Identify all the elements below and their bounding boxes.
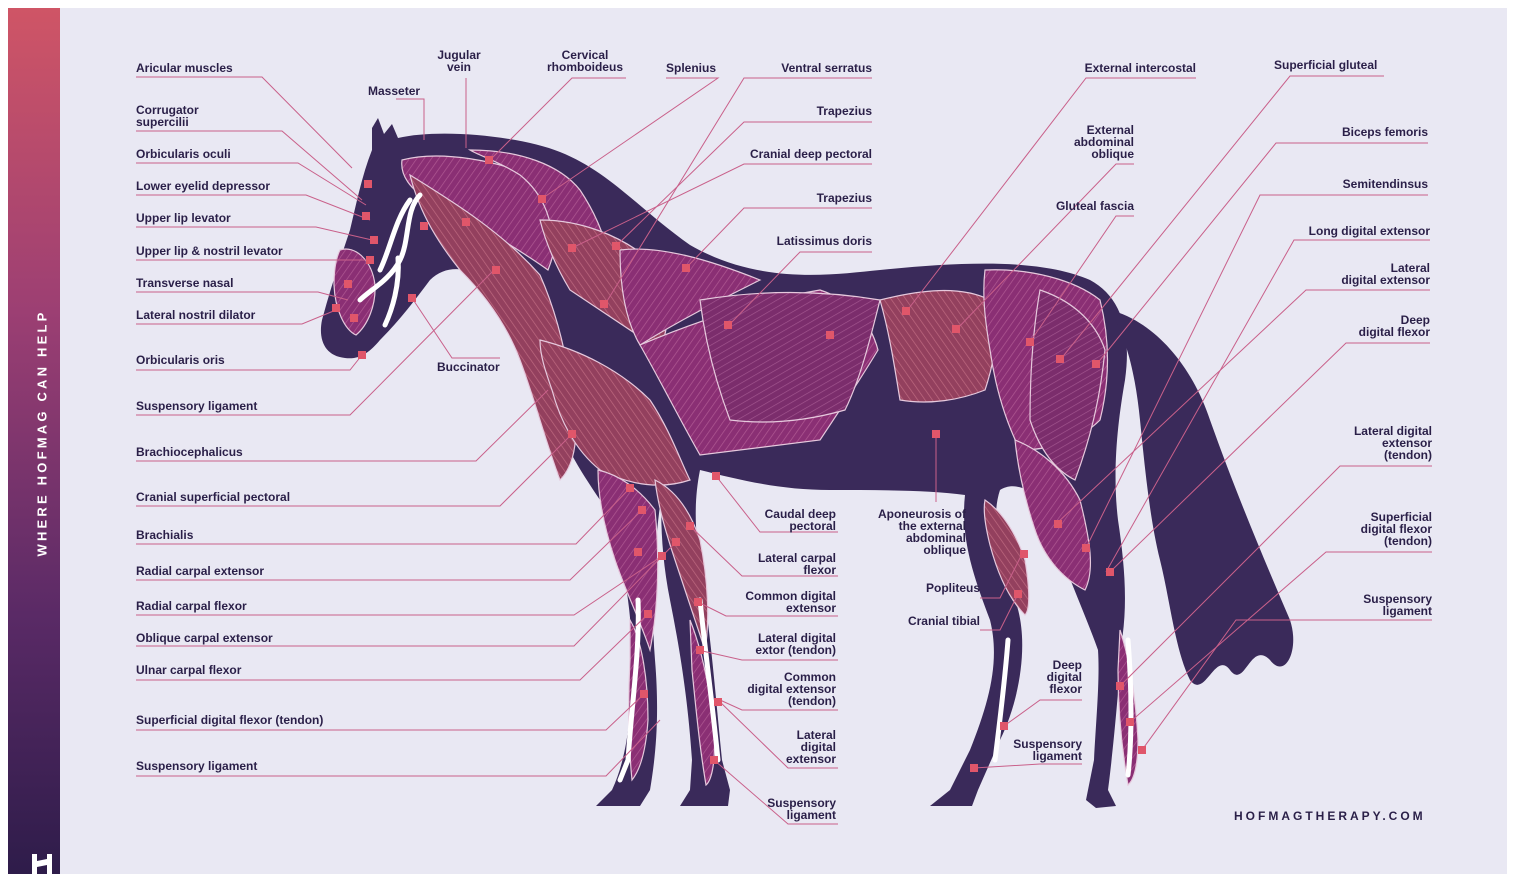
label-gluteal-fascia: Gluteal fascia	[1014, 200, 1134, 212]
label-biceps-femoris: Biceps femoris	[1298, 126, 1428, 138]
label-aponeurosis: Aponeurosis of the external abdominal ob…	[856, 508, 966, 556]
label-trapezius-1: Trapezius	[752, 105, 872, 117]
label-suspensory-ligament-front-lower: Suspensory ligament	[736, 797, 836, 821]
label-ventral-serratus: Ventral serratus	[752, 62, 872, 74]
label-deep-digital-flexor-right: Deep digital flexor	[1320, 314, 1430, 338]
label-caudal-deep-pectoral: Caudal deep pectoral	[736, 508, 836, 532]
label-suspensory-ligament-head: Suspensory ligament	[136, 400, 257, 412]
label-common-digital-extensor: Common digital extensor	[716, 590, 836, 614]
label-upper-lip-nostril-levator: Upper lip & nostril levator	[136, 245, 283, 257]
label-splenius: Splenius	[666, 62, 716, 74]
label-articular-muscles: Aricular muscles	[136, 62, 233, 74]
label-transverse-nasal: Transverse nasal	[136, 277, 233, 289]
website-url[interactable]: HOFMAGTHERAPY.COM	[1234, 809, 1426, 823]
label-lower-eyelid-depressor: Lower eyelid depressor	[136, 180, 270, 192]
label-semitendinsus: Semitendinsus	[1298, 178, 1428, 190]
hofmag-logo-icon	[29, 852, 55, 876]
label-cranial-superficial-pectoral: Cranial superficial pectoral	[136, 491, 290, 503]
label-jugular-vein: Jugular vein	[430, 49, 488, 73]
sidebar-tagline: WHERE HOFMAG CAN HELP	[35, 309, 50, 556]
label-brachiocephalicus: Brachiocephalicus	[136, 446, 243, 458]
label-suspensory-ligament-hind: Suspensory ligament	[992, 738, 1082, 762]
label-cranial-deep-pectoral: Cranial deep pectoral	[722, 148, 872, 160]
label-lateral-nostril-dilator: Lateral nostril dilator	[136, 309, 255, 321]
label-ulnar-carpal-flexor: Ulnar carpal flexor	[136, 664, 241, 676]
label-deep-digital-flexor-hind: Deep digital flexor	[1002, 659, 1082, 695]
label-long-digital-extensor: Long digital extensor	[1280, 225, 1430, 237]
label-buccinator: Buccinator	[437, 361, 500, 373]
label-lateral-carpal-flexor: Lateral carpal flexor	[726, 552, 836, 576]
label-lateral-digital-extensor-hind: Lateral digital extensor	[1300, 262, 1430, 286]
label-oblique-carpal-extensor: Oblique carpal extensor	[136, 632, 273, 644]
label-radial-carpal-flexor: Radial carpal flexor	[136, 600, 247, 612]
label-orbicularis-oris: Orbicularis oris	[136, 354, 225, 366]
label-superficial-gluteal: Superficial gluteal	[1274, 59, 1377, 71]
label-popliteus: Popliteus	[880, 582, 980, 594]
label-cervical-rhomboideus: Cervical rhomboideus	[538, 49, 632, 73]
label-lateral-digital-extensor-front: Lateral digital extensor	[736, 729, 836, 765]
label-superficial-digital-flexor-tendon-right: Superficial digital flexor (tendon)	[1322, 511, 1432, 547]
label-suspensory-ligament-right: Suspensory ligament	[1322, 593, 1432, 617]
label-external-intercostal: External intercostal	[1046, 62, 1196, 74]
label-masseter: Masseter	[368, 85, 420, 97]
label-lateral-digital-extensor-tendon: Lateral digital extensor (tendon)	[1322, 425, 1432, 461]
label-superficial-digital-flexor-tendon-front: Superficial digital flexor (tendon)	[136, 714, 323, 726]
label-corrugator-supercilii: Corrugator supercilii	[136, 104, 199, 128]
label-cranial-tibial: Cranial tibial	[880, 615, 980, 627]
label-upper-lip-levator: Upper lip levator	[136, 212, 231, 224]
label-suspensory-ligament-front: Suspensory ligament	[136, 760, 257, 772]
label-lateral-digital-extor-tendon: Lateral digital extor (tendon)	[716, 632, 836, 656]
label-latissimus-doris: Latissimus doris	[742, 235, 872, 247]
label-orbicularis-oculi: Orbicularis oculi	[136, 148, 231, 160]
label-external-abdominal-oblique: External abdominal oblique	[1034, 124, 1134, 160]
label-trapezius-2: Trapezius	[752, 192, 872, 204]
sidebar: WHERE HOFMAG CAN HELP	[8, 8, 60, 874]
label-common-digital-extensor-tendon: Common digital extensor (tendon)	[716, 671, 836, 707]
label-radial-carpal-extensor: Radial carpal extensor	[136, 565, 264, 577]
label-brachialis: Brachialis	[136, 529, 193, 541]
